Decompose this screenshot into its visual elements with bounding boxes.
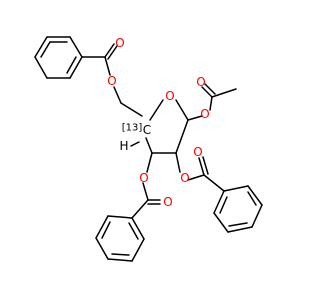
labeled-carbon: C <box>143 123 151 137</box>
bond-carbonyl-phenyl-c2 <box>203 174 225 192</box>
hydrogen-label: H <box>119 139 128 153</box>
isotope-label: [13] <box>122 123 143 134</box>
oxygen-c5-carbonyl: O <box>115 36 124 50</box>
bond-carbonyl-c2-double <box>202 156 209 175</box>
bond-carbonyl-c5 <box>104 43 115 58</box>
oxygen-c2-carbonyl: O <box>193 145 202 159</box>
bond-carbonyl-phenyl-c3 <box>131 199 149 219</box>
molecule-diagram: O O O O O O O O O [13] C H <box>34 36 263 262</box>
bond-acetyl-methyl <box>211 88 237 98</box>
bond-carbonyl-c2 <box>198 157 205 176</box>
bond-o-carbonyl-c2 <box>187 174 205 181</box>
phenyl-ring-bottom-left <box>95 215 145 262</box>
phenyl-ring-top-left <box>34 36 83 79</box>
oxygen-c2-ester: O <box>180 171 189 185</box>
bond-o-carbonyl-c3 <box>142 182 149 201</box>
bond-carbonyl-ester-c5 <box>104 56 111 76</box>
bond-ester-ch2 <box>113 86 122 104</box>
bond-c1-o-acetyl <box>187 115 203 121</box>
bond-o-acetyl-carbonyl <box>209 96 213 111</box>
bond-acetyl-carbonyl-double <box>204 83 216 95</box>
oxygen-ring: O <box>165 89 174 103</box>
bond-carbonyl-c5-double <box>107 45 118 60</box>
bond-ch2-c4 <box>120 102 143 117</box>
oxygen-acetyl-carbonyl: O <box>196 75 205 89</box>
oxygen-c3-ester: O <box>139 171 148 185</box>
structure-canvas: O O O O O O O O O [13] C H <box>34 36 263 262</box>
oxygen-c3-carbonyl: O <box>163 195 172 209</box>
furanose-ring <box>145 99 189 154</box>
oxygen-acetyl-ester: O <box>200 107 209 121</box>
bond-c-h <box>130 141 140 147</box>
phenyl-ring-right <box>213 185 263 233</box>
bond-c3-o <box>146 152 153 173</box>
bond-c2-o <box>175 152 181 173</box>
oxygen-c5-ester: O <box>107 74 116 88</box>
bond-acetyl-carbonyl <box>201 86 213 98</box>
